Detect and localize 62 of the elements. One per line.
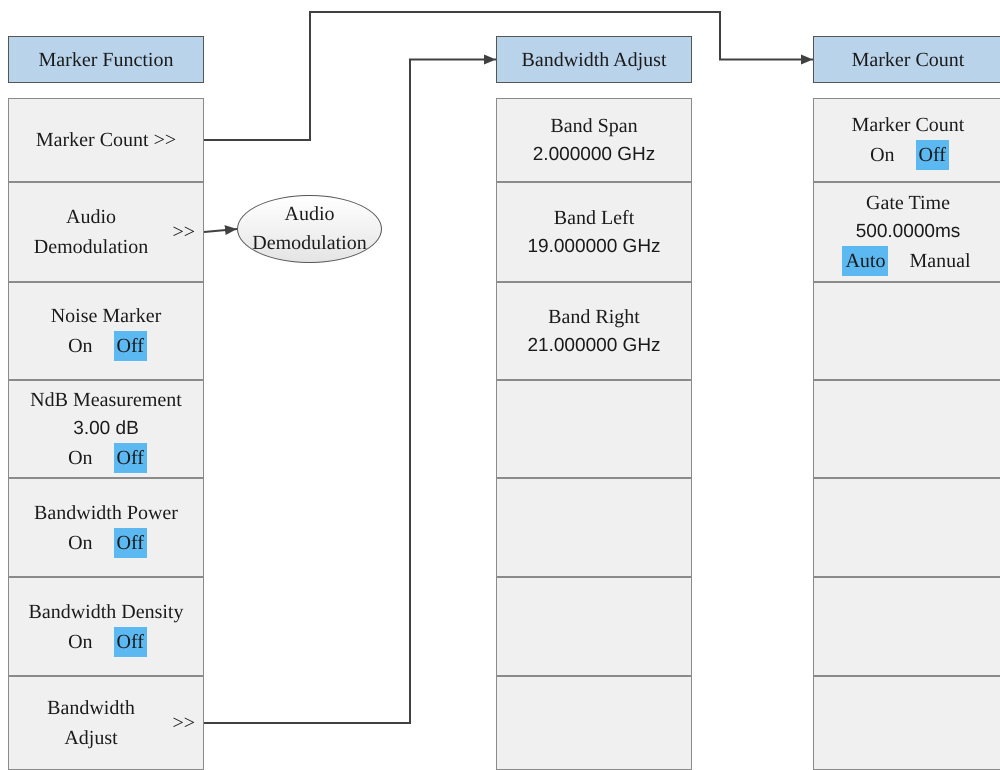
menu-item-box [8, 676, 204, 770]
item-label: Noise Marker [50, 304, 162, 329]
selected-option: Off [114, 528, 147, 558]
option-label: On [67, 446, 94, 472]
arrow [204, 225, 238, 236]
menu-item-box [8, 182, 204, 282]
selected-option: Off [916, 140, 949, 170]
menu-title: Marker Function [38, 48, 174, 72]
submenu-indicator: >> [172, 711, 195, 736]
selected-option: Off [114, 626, 147, 656]
empty-menu-box [813, 577, 1000, 676]
empty-menu-box [496, 380, 692, 478]
menu-title-box [8, 36, 204, 83]
item-value: 19.000000 GHz [527, 234, 661, 259]
menu-item-box [496, 98, 692, 182]
empty-menu-box [813, 380, 1000, 478]
selected-option: Off [114, 443, 147, 474]
item-label: Band Span [550, 114, 638, 139]
arrow [204, 11, 813, 141]
empty-menu-box [813, 676, 1000, 770]
menu-title-box [813, 36, 1000, 83]
menu-item-box [496, 282, 692, 380]
menu-item-box [813, 182, 1000, 282]
item-label: Audio Demodulation [32, 205, 150, 260]
menu-title: Bandwidth Adjust [521, 48, 666, 72]
option-label: On [869, 143, 896, 168]
item-label: Bandwidth Adjust [46, 696, 136, 751]
item-label: Audio Demodulation [251, 202, 368, 256]
item-value: 3.00 dB [73, 416, 139, 441]
empty-menu-box [496, 676, 692, 770]
item-label: Bandwidth Power [34, 500, 178, 526]
item-label: Band Right [548, 304, 640, 330]
menu-title-box [496, 36, 692, 83]
item-label: Gate Time [866, 190, 950, 216]
item-label: Band Left [554, 206, 634, 231]
menu-item-box [8, 98, 204, 182]
selected-option: Auto [842, 246, 888, 276]
empty-menu-box [813, 282, 1000, 380]
menu-item-box [8, 577, 204, 676]
item-label: Marker Count >> [36, 128, 176, 153]
menu-item-box [8, 282, 204, 380]
submenu-indicator: >> [172, 220, 195, 245]
selected-option: Off [114, 331, 147, 361]
item-label: Bandwidth Density [28, 600, 184, 624]
option-label: Manual [908, 249, 972, 274]
empty-menu-box [496, 577, 692, 676]
item-value: 2.000000 GHz [532, 142, 656, 167]
item-value: 500.0000ms [856, 220, 960, 244]
empty-menu-box [496, 478, 692, 577]
option-label: On [67, 630, 94, 654]
menu-item-box [8, 478, 204, 577]
item-label: Marker Count [852, 113, 964, 138]
option-label: On [67, 334, 94, 359]
item-value: 21.000000 GHz [527, 334, 661, 358]
option-label: On [67, 530, 94, 556]
arrow [204, 54, 496, 724]
menu-item-box [8, 380, 204, 478]
menu-title: Marker Count [852, 48, 964, 72]
menu-item-box [813, 98, 1000, 182]
item-label: NdB Measurement [30, 388, 182, 413]
empty-menu-box [813, 478, 1000, 577]
menu-item-box [496, 182, 692, 282]
